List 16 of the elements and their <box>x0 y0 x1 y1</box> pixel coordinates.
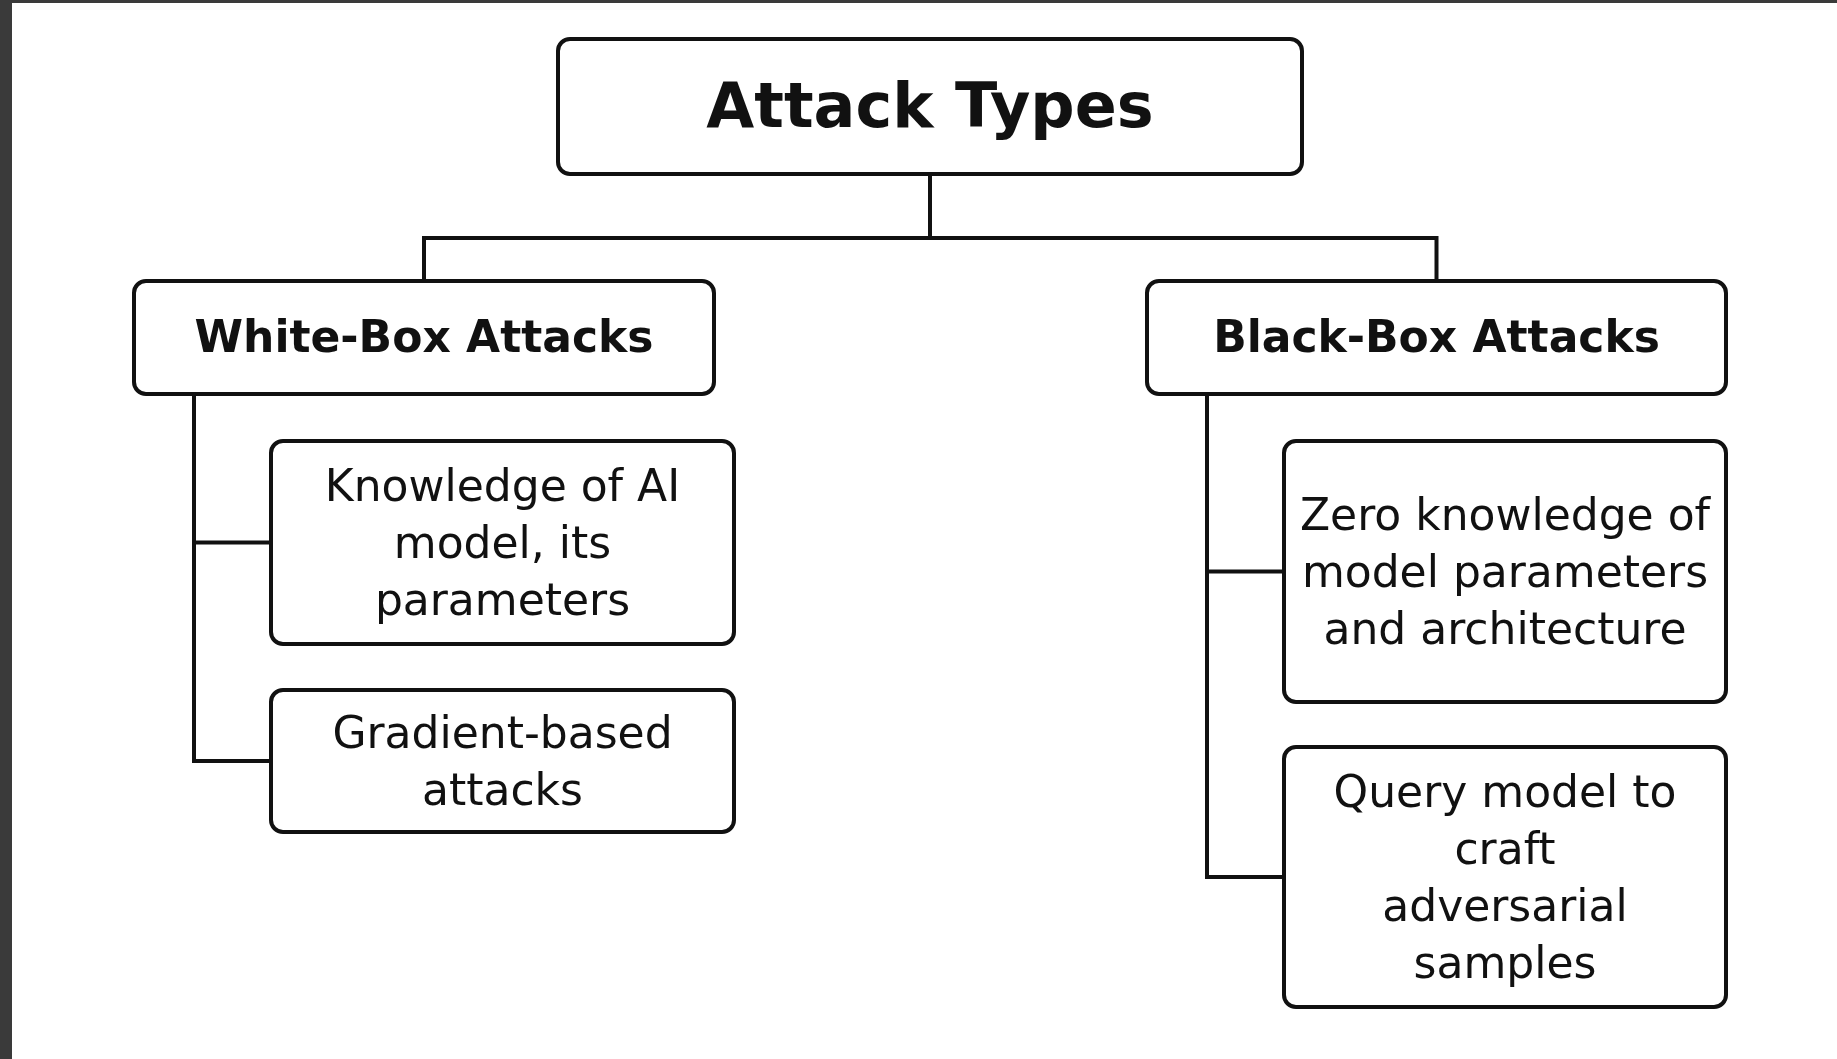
connector-line <box>192 396 269 763</box>
connector-line <box>1205 396 1282 879</box>
category-box <box>1282 439 1728 704</box>
category-box <box>556 37 1304 176</box>
description-text: Query model to craft adversarial samples <box>1332 764 1678 991</box>
heading-text: Black-Box Attacks <box>1213 313 1660 362</box>
category-box <box>1145 279 1728 396</box>
description-text: Knowledge of AI model, its parameters <box>323 458 682 628</box>
category-box <box>269 688 736 834</box>
description-text: Gradient-based attacks <box>331 705 674 817</box>
category-box <box>132 279 716 396</box>
category-box <box>269 439 736 646</box>
category-box <box>1282 745 1728 1009</box>
heading-text: White-Box Attacks <box>194 313 654 362</box>
heading-text: Attack Types <box>706 72 1154 141</box>
description-text: Zero knowledge of model parameters and architecture <box>1298 487 1712 657</box>
